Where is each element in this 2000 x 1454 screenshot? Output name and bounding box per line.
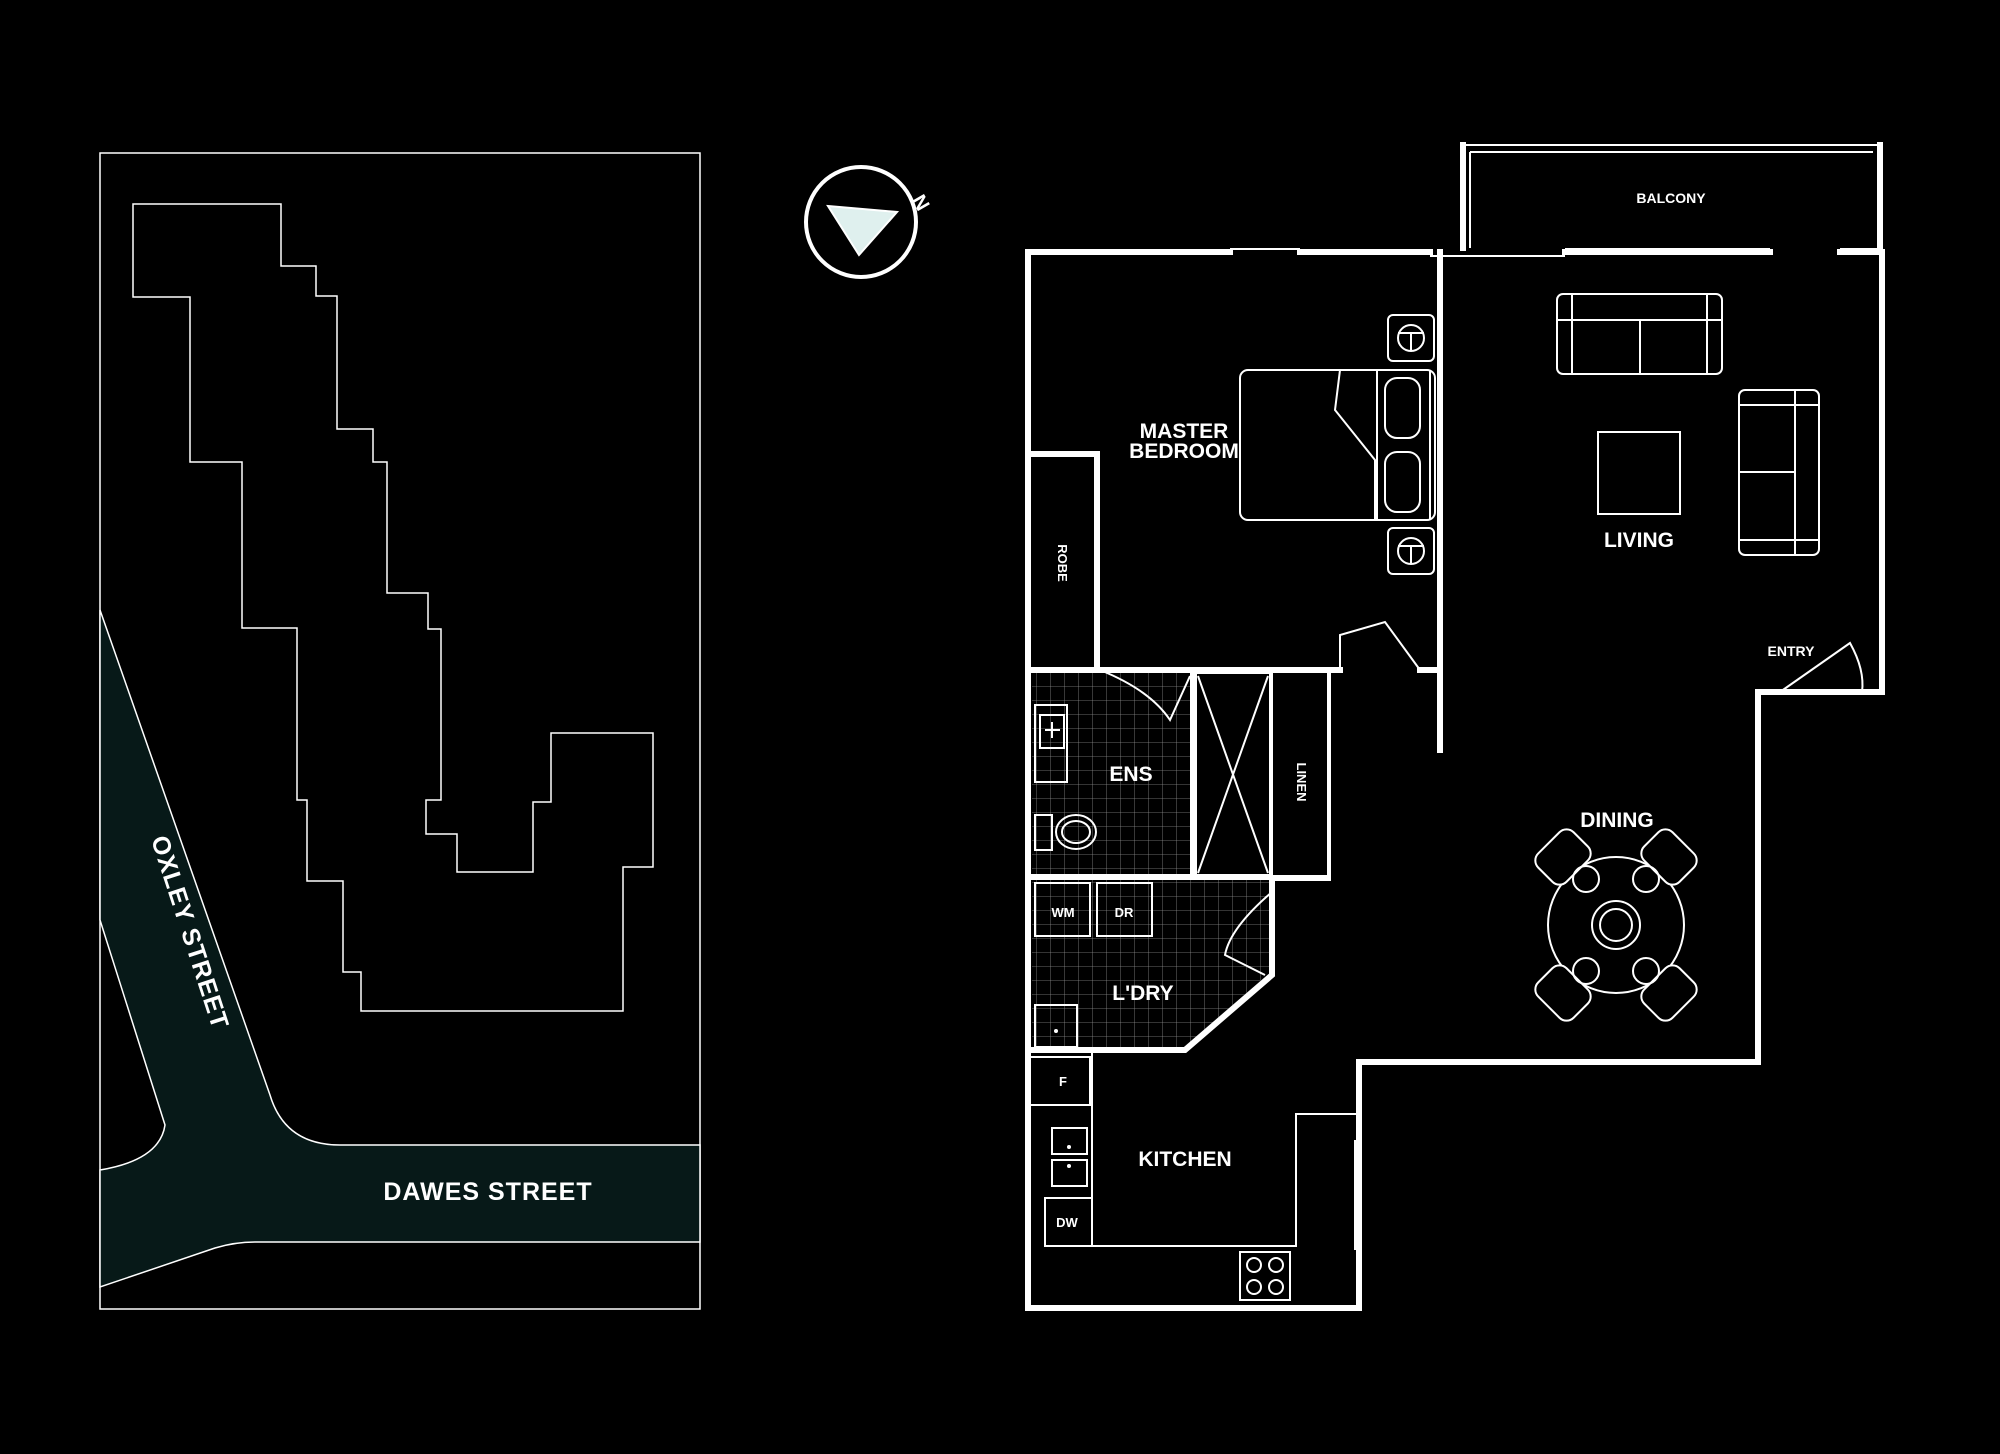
bedside-lamp-icon — [1387, 527, 1435, 575]
sofa — [1556, 293, 1723, 375]
dishwasher-label: DW — [1056, 1215, 1078, 1230]
linen-cupboard — [1273, 673, 1327, 875]
entry-label: ENTRY — [1768, 643, 1816, 659]
toilet-icon — [1034, 814, 1097, 851]
master-bedroom-label: MASTER — [1140, 420, 1229, 443]
washing-machine — [1034, 882, 1091, 937]
bedside-lamp-icon — [1387, 314, 1435, 362]
linen-label: LINEN — [1294, 763, 1309, 802]
laundry-tiles — [1032, 880, 1270, 1047]
road-dawes-oxley — [99, 609, 701, 1289]
fridge-label: F — [1059, 1074, 1067, 1089]
armchair-sofa — [1738, 389, 1820, 556]
ensuite-label: ENS — [1109, 763, 1152, 786]
fridge — [1029, 1056, 1091, 1106]
vanity-basin — [1034, 704, 1068, 783]
balcony — [1460, 142, 1883, 251]
dining-table — [1534, 828, 1698, 1022]
site-plan: OXLEY STREET DAWES STREET — [99, 152, 701, 1310]
dawes-street-label: DAWES STREET — [383, 1178, 592, 1206]
coffee-table — [1597, 431, 1681, 515]
balcony-label: BALCONY — [1636, 190, 1706, 206]
laundry-label: L'DRY — [1112, 982, 1173, 1005]
bed — [1239, 369, 1436, 521]
room-labels: BALCONY MASTER BEDROOM ROBE LIVING ENTRY… — [1051, 190, 1815, 1230]
kitchen-label: KITCHEN — [1138, 1148, 1231, 1171]
building-footprint — [132, 203, 654, 1012]
living-label: LIVING — [1604, 529, 1674, 552]
shower — [1195, 672, 1271, 876]
washing-machine-label: WM — [1051, 905, 1074, 920]
dishwasher — [1044, 1197, 1093, 1247]
interior-walls — [1025, 249, 1443, 1053]
dining-label: DINING — [1580, 809, 1654, 832]
floor-plan: BALCONY MASTER BEDROOM ROBE LIVING ENTRY… — [1025, 142, 1885, 1311]
exterior-walls — [1025, 248, 1885, 1311]
robe-label: ROBE — [1055, 544, 1070, 582]
cooktop-icon — [1239, 1251, 1291, 1301]
doors — [1099, 620, 1864, 976]
master-bedroom-label-2: BEDROOM — [1129, 440, 1239, 463]
laundry-tub — [1034, 1004, 1078, 1048]
north-arrow-icon: N — [804, 165, 933, 279]
dryer — [1096, 882, 1153, 937]
kitchen-benches — [1029, 1050, 1356, 1247]
dryer-label: DR — [1115, 905, 1134, 920]
